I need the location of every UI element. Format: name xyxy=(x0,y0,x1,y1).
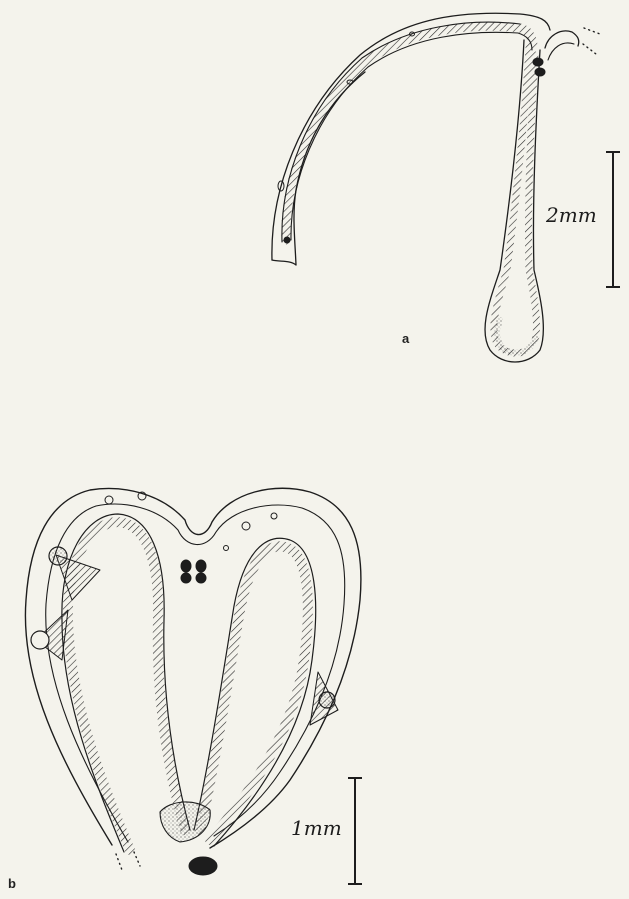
panel-b-dark-body-3 xyxy=(181,573,191,583)
panel-b-dotted-end-1 xyxy=(116,854,122,870)
panel-b-dark-body-1 xyxy=(181,560,191,572)
panel-b-base-stipple xyxy=(160,802,210,842)
panel-a-dark-body-2 xyxy=(535,68,545,76)
panel-b-cell-6 xyxy=(242,522,250,530)
panel-b-label: b xyxy=(8,876,16,891)
scale-bar-b-label: 1mm xyxy=(291,816,342,840)
panel-a-dark-dot xyxy=(284,237,290,243)
panel-a-dotted-end-2 xyxy=(583,44,596,54)
panel-b-dark-base xyxy=(189,857,217,875)
panel-a-drawing xyxy=(272,13,600,362)
scale-bar-a xyxy=(606,152,620,287)
panel-a-right-edge xyxy=(545,31,579,48)
panel-a-loop-stipple xyxy=(497,320,535,352)
panel-a-loop-hatch xyxy=(494,48,537,353)
panel-a-hatched-arc xyxy=(286,26,533,240)
panel-a-dotted-end-1 xyxy=(584,28,600,34)
panel-b-cell-4 xyxy=(31,631,49,649)
panel-a-right-edge-2 xyxy=(548,43,574,60)
panel-b-cell-3 xyxy=(49,547,67,565)
panel-b-cell-5 xyxy=(319,692,335,708)
panel-b-dotted-end-2 xyxy=(134,852,140,866)
panel-b-cell-7 xyxy=(271,513,277,519)
scale-bar-b xyxy=(348,778,362,884)
panel-a-arc-inner-2 xyxy=(291,32,532,240)
scale-bar-a-label: 2mm xyxy=(546,203,597,227)
panel-b-cell-1 xyxy=(105,496,113,504)
panel-a-label: a xyxy=(402,331,409,346)
panel-b-cell-8 xyxy=(224,546,229,551)
panel-b-dark-body-4 xyxy=(196,573,206,583)
panel-a-dark-body-1 xyxy=(533,58,543,66)
panel-b-dark-body-2 xyxy=(196,560,206,572)
